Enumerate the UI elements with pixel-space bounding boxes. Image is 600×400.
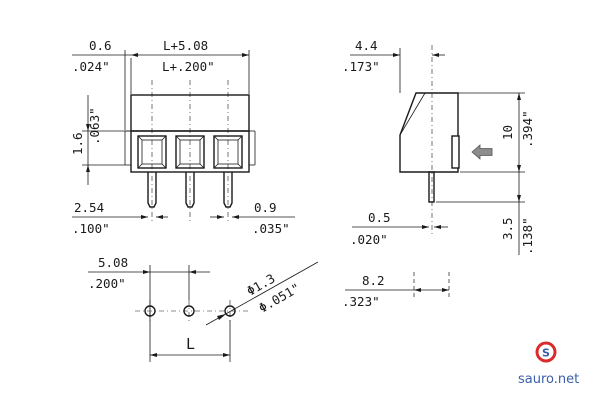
front-offset-mm: 0.6 — [89, 38, 112, 53]
front-pins — [147, 172, 233, 208]
pin-pitch-mm: 2.54 — [74, 200, 104, 215]
side-pin-in: .020" — [350, 232, 388, 247]
brand-site: sauro.net — [518, 372, 579, 387]
pcb-hole-layout — [88, 261, 319, 362]
side-depth-in: .173" — [342, 59, 380, 74]
hole-pitch-mm: 5.08 — [98, 255, 128, 270]
pin-pitch-in: .100" — [72, 221, 110, 236]
side-pin — [428, 171, 435, 203]
side-pin-mm: 0.5 — [368, 210, 391, 225]
front-length-in: L+.200" — [162, 59, 215, 74]
pin-width-mm: 0.9 — [254, 200, 277, 215]
side-pin-len-mm: 3.5 — [500, 217, 515, 240]
pin-width-in: .035" — [252, 221, 290, 236]
front-view — [72, 50, 295, 222]
side-height-mm: 10 — [500, 125, 515, 140]
wire-entry-arrow-icon — [471, 144, 493, 160]
front-length-mm: L+5.08 — [163, 38, 208, 53]
front-height-in: .063" — [87, 107, 102, 145]
front-height-mm: 1.6 — [70, 132, 85, 155]
side-body — [399, 92, 459, 173]
hole-pitch-in: .200" — [88, 276, 126, 291]
side-depth-mm: 4.4 — [355, 38, 378, 53]
side-height-in: .394" — [520, 110, 535, 148]
hole-span-label: L — [186, 335, 195, 353]
side-pin-len-in: .138" — [520, 217, 535, 255]
logo-letter: S — [542, 347, 550, 360]
side-view — [345, 45, 525, 300]
side-row-mm: 8.2 — [362, 273, 385, 288]
side-row-in: .323" — [342, 294, 380, 309]
front-offset-in: .024" — [72, 59, 110, 74]
wire-entry — [451, 135, 460, 169]
brand-logo: S — [535, 341, 557, 363]
